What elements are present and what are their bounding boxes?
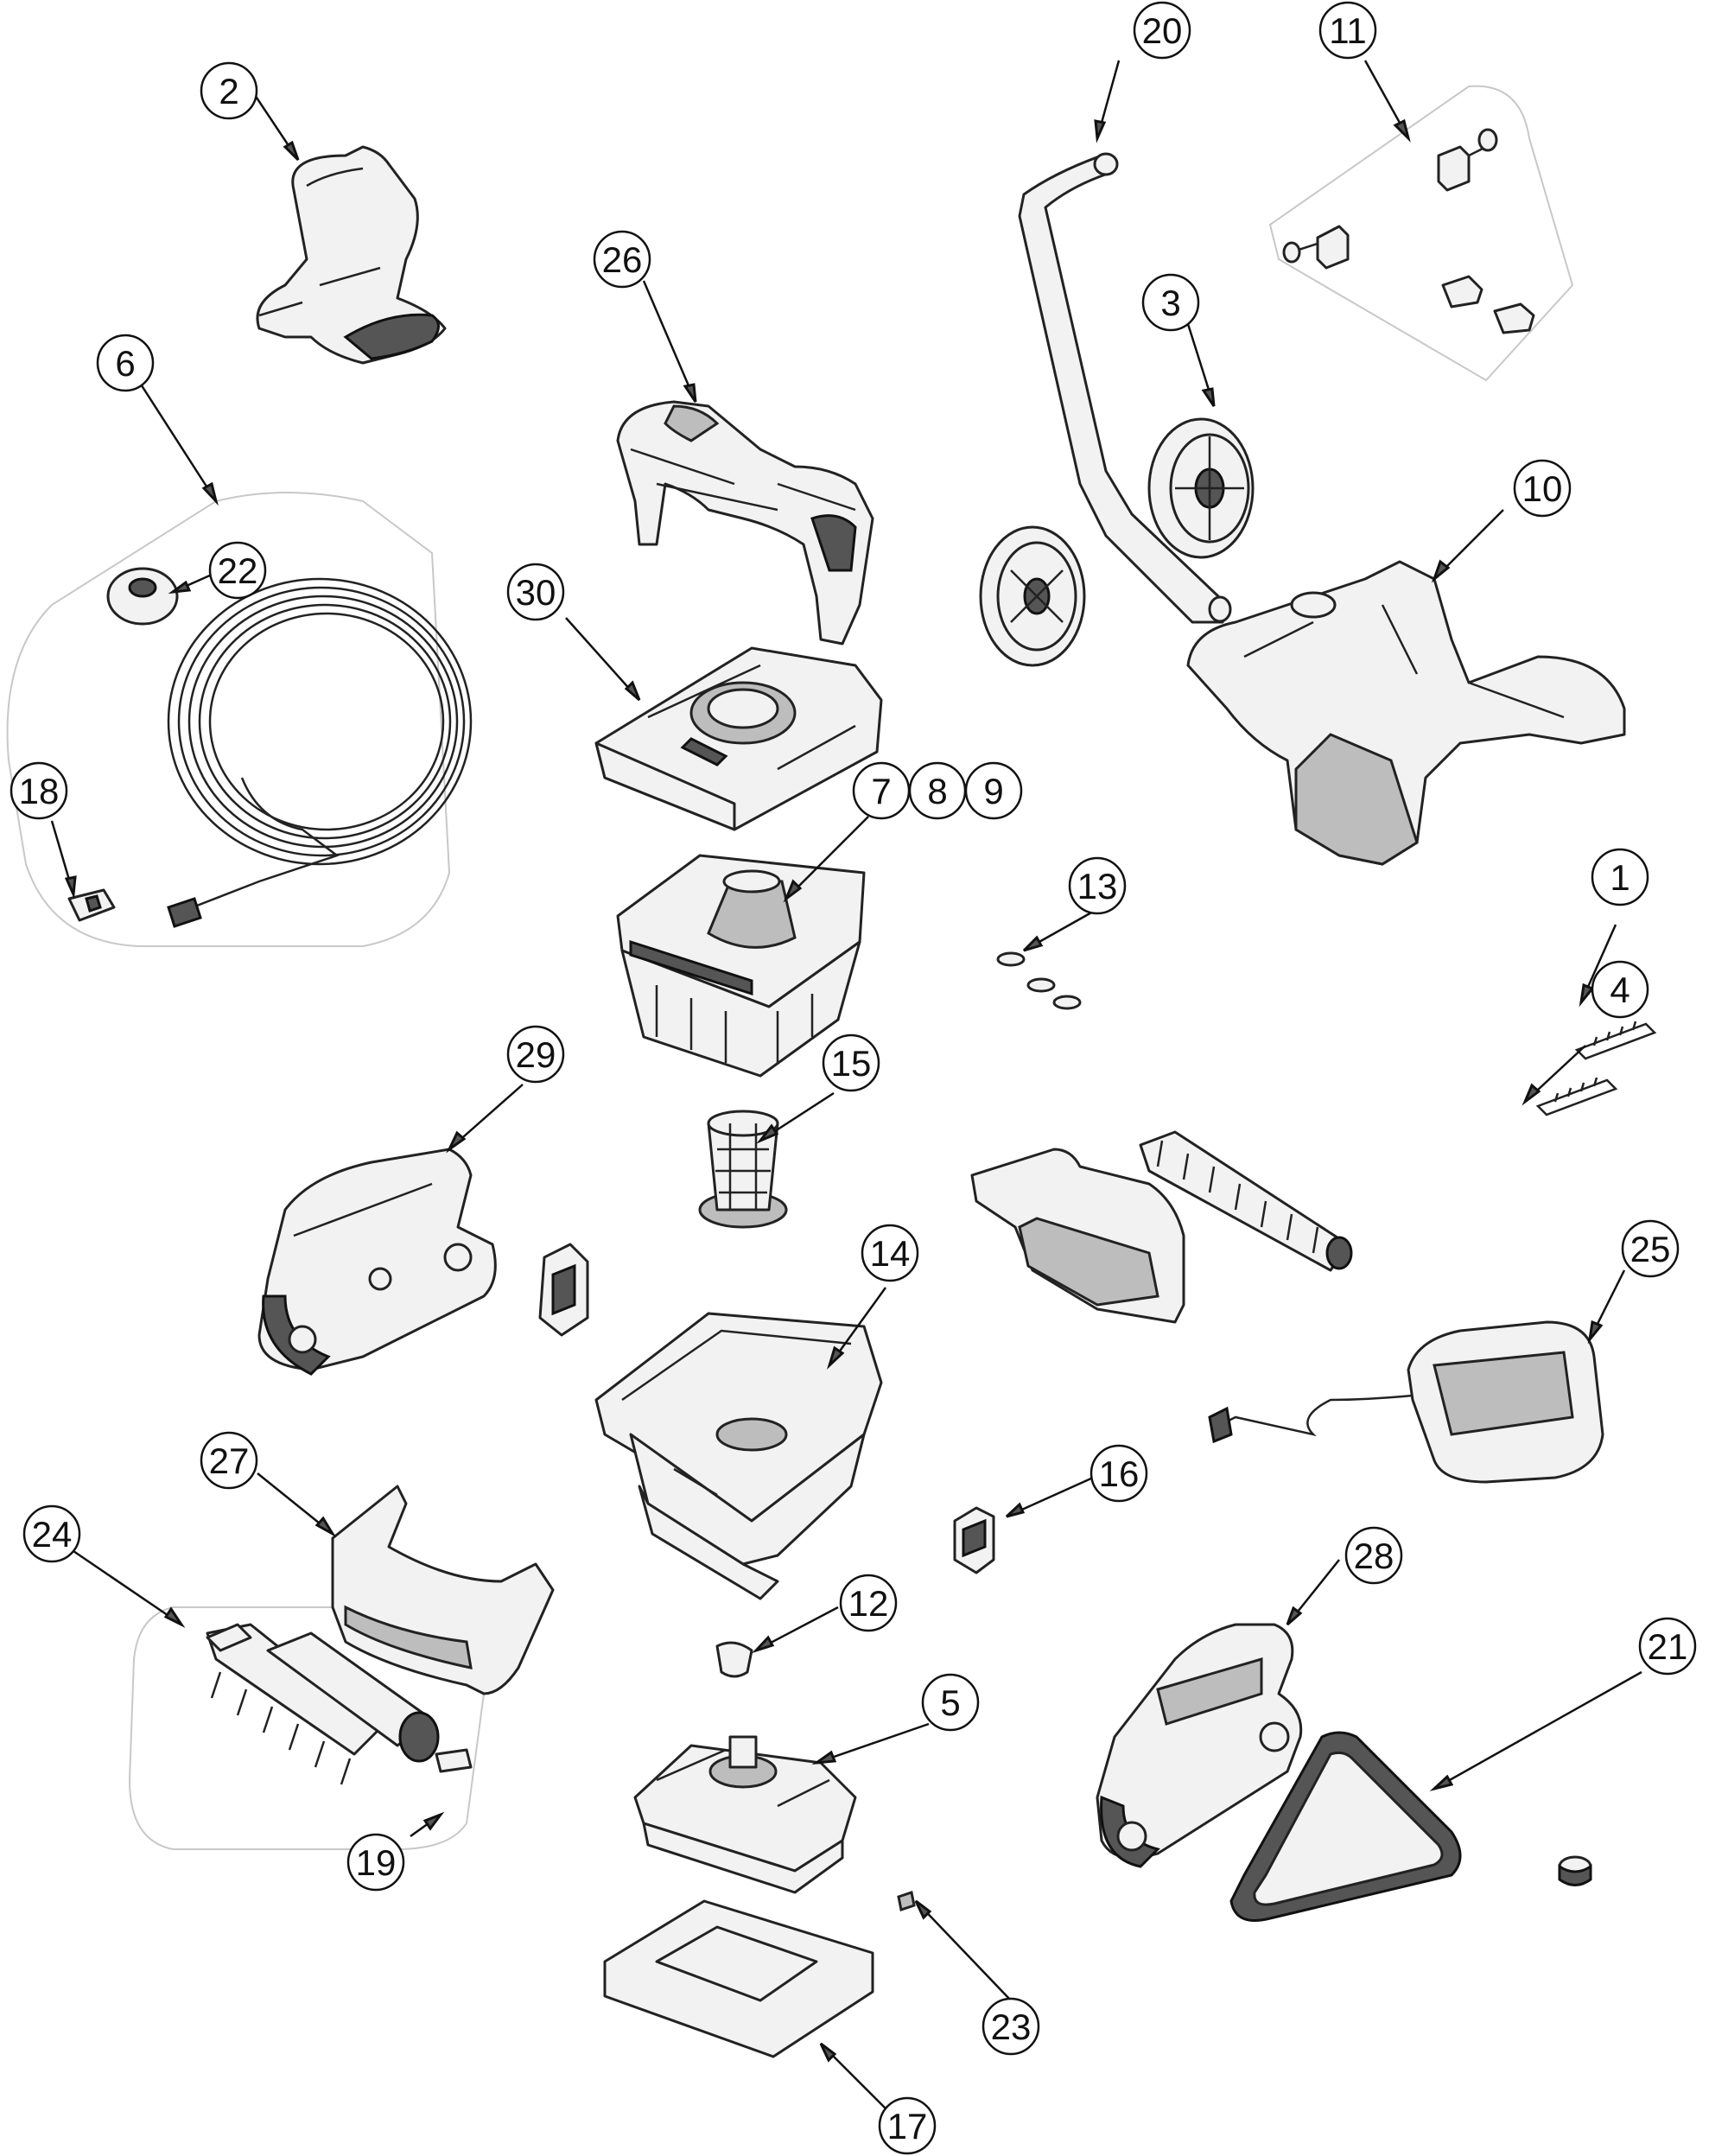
callout-6: 6: [96, 334, 155, 392]
callout-16: 16: [1090, 1444, 1148, 1503]
part-side-switch: [538, 1243, 589, 1337]
callout-21: 21: [1638, 1617, 1697, 1676]
svg-text:24: 24: [32, 1514, 73, 1555]
part-caddy-base: [1186, 560, 1626, 866]
part-body: [594, 1312, 883, 1600]
part-switch: [953, 1506, 995, 1574]
svg-text:26: 26: [602, 239, 643, 280]
part-cap: [1558, 1855, 1592, 1886]
svg-text:28: 28: [1354, 1536, 1394, 1576]
callout-23: 23: [982, 1997, 1040, 2056]
svg-text:27: 27: [209, 1441, 250, 1481]
part-clips-set: [1282, 128, 1535, 334]
svg-text:18: 18: [19, 771, 60, 811]
svg-text:25: 25: [1630, 1229, 1671, 1269]
part-tiny-block: [897, 1891, 916, 1911]
svg-text:17: 17: [887, 2106, 928, 2146]
svg-text:14: 14: [870, 1233, 911, 1274]
svg-text:13: 13: [1077, 866, 1118, 906]
svg-text:1: 1: [1610, 857, 1630, 898]
part-pin-set-1: [1574, 1021, 1657, 1060]
callout-17: 17: [878, 2096, 937, 2155]
svg-text:20: 20: [1142, 10, 1183, 51]
svg-text:7: 7: [871, 771, 891, 811]
group-outline-cable-kit: [6, 492, 451, 947]
part-track: [1229, 1731, 1462, 1922]
callout-29: 29: [506, 1025, 565, 1084]
part-screws: [996, 951, 1082, 1010]
svg-text:15: 15: [831, 1043, 872, 1084]
part-power-supply: [1208, 1320, 1604, 1484]
svg-text:19: 19: [356, 1842, 397, 1883]
svg-text:16: 16: [1099, 1453, 1140, 1494]
callout-9: 9: [964, 761, 1023, 820]
svg-text:10: 10: [1522, 468, 1563, 509]
callout-26: 26: [593, 230, 651, 289]
callout-7: 7: [852, 761, 911, 820]
part-filter-basket: [616, 854, 866, 1078]
callout-15: 15: [822, 1033, 880, 1092]
svg-text:22: 22: [218, 550, 258, 591]
part-side-body: [1096, 1623, 1303, 1868]
leader-lines: [50, 60, 1642, 2114]
part-cable-coil: [167, 577, 473, 928]
callout-30: 30: [506, 563, 565, 621]
callout-10: 10: [1513, 459, 1572, 518]
part-front-guard: [970, 1148, 1185, 1324]
callout-14: 14: [861, 1224, 919, 1282]
part-connector: [67, 888, 116, 922]
callout-8: 8: [908, 761, 967, 820]
svg-text:3: 3: [1160, 283, 1180, 323]
svg-text:12: 12: [848, 1583, 889, 1624]
part-small-clip: [715, 1641, 753, 1678]
callout-24: 24: [22, 1504, 81, 1563]
svg-text:2: 2: [219, 71, 238, 111]
callout-27: 27: [200, 1431, 258, 1490]
svg-text:11: 11: [1329, 10, 1367, 51]
callout-2: 2: [200, 61, 258, 120]
part-wheel-front: [979, 525, 1086, 667]
part-caddy-handle: [1018, 152, 1232, 624]
part-base-plate: [603, 1899, 874, 2058]
callout-5: 5: [921, 1673, 980, 1732]
part-brush-kit: [206, 1623, 473, 1785]
svg-text:29: 29: [516, 1034, 556, 1075]
callout-12: 12: [839, 1574, 898, 1632]
part-top-handle: [616, 400, 874, 646]
callout-4: 4: [1591, 960, 1649, 1019]
callout-11: 11: [1318, 1, 1377, 60]
part-brush-roller: [1139, 1130, 1353, 1272]
part-motor-block: [633, 1735, 857, 1894]
svg-text:23: 23: [991, 2007, 1032, 2047]
part-side-drive: [257, 1148, 497, 1376]
callout-19: 19: [346, 1833, 405, 1892]
callout-3: 3: [1141, 273, 1200, 332]
svg-text:4: 4: [1610, 970, 1630, 1010]
part-pin-set-4: [1535, 1077, 1618, 1116]
svg-text:9: 9: [983, 771, 1003, 811]
svg-text:30: 30: [516, 572, 556, 613]
callout-18: 18: [10, 761, 68, 820]
part-swivel: [106, 567, 179, 626]
part-lid: [594, 646, 883, 831]
part-front-bumper: [331, 1485, 555, 1695]
callout-20: 20: [1133, 1, 1191, 60]
group-outline-clips-kit: [1268, 85, 1574, 382]
part-handle-clip: [256, 145, 447, 365]
svg-text:21: 21: [1648, 1626, 1688, 1667]
callout-1: 1: [1591, 848, 1649, 906]
callout-25: 25: [1621, 1219, 1680, 1278]
part-impeller: [698, 1110, 788, 1229]
svg-text:5: 5: [940, 1682, 960, 1723]
svg-text:8: 8: [927, 771, 947, 811]
callout-28: 28: [1344, 1526, 1403, 1585]
svg-text:6: 6: [115, 343, 135, 384]
part-wheel-rear: [1147, 417, 1255, 559]
callout-13: 13: [1068, 856, 1127, 915]
callout-22: 22: [208, 541, 267, 600]
